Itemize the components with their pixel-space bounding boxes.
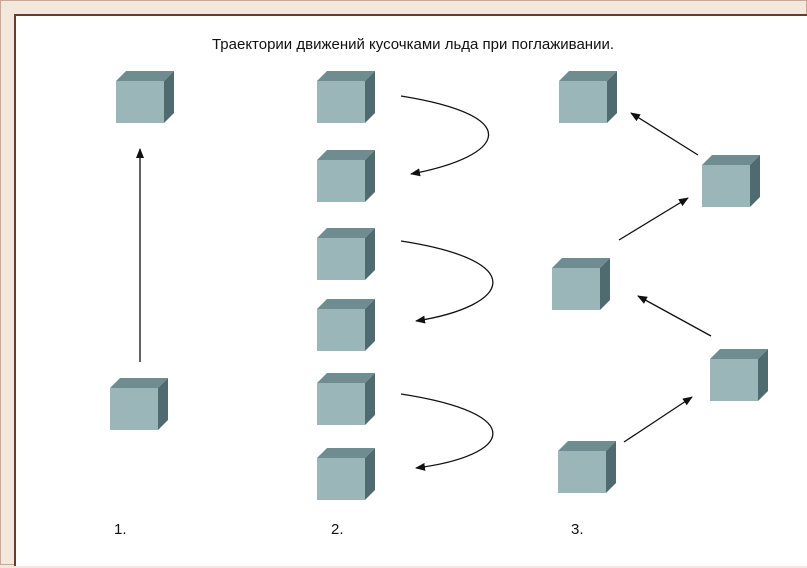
- diagram-title: Траектории движений кусочками льда при п…: [211, 36, 615, 53]
- cube-2-5: [317, 373, 375, 425]
- label-2: 2.: [331, 521, 344, 538]
- arrow-3-a: [630, 112, 699, 156]
- cube-2-1: [317, 71, 375, 123]
- cube-2-4: [317, 299, 375, 351]
- cube-2-6: [317, 448, 375, 500]
- cube-2-3: [317, 228, 375, 280]
- arrow-2-curve-3: [400, 393, 494, 471]
- arrow-2-curve-1: [400, 95, 490, 177]
- arrow-3-c: [637, 295, 712, 337]
- cube-3-2: [702, 155, 760, 207]
- arrow-3-b: [618, 197, 689, 241]
- cube-3-1: [559, 71, 617, 123]
- diagram-canvas: [110, 71, 768, 500]
- cube-3-4: [710, 349, 768, 401]
- arrow-3-d: [623, 396, 693, 443]
- cube-2-2: [317, 150, 375, 202]
- cube-3-5: [558, 441, 616, 493]
- label-1: 1.: [114, 521, 127, 538]
- label-3: 3.: [571, 521, 584, 538]
- cube-1-bottom: [110, 378, 168, 430]
- arrow-2-curve-2: [400, 240, 494, 324]
- cube-3-3: [552, 258, 610, 310]
- cube-1-top: [116, 71, 174, 123]
- diagram-panel: Траектории движений кусочками льда при п…: [14, 14, 807, 566]
